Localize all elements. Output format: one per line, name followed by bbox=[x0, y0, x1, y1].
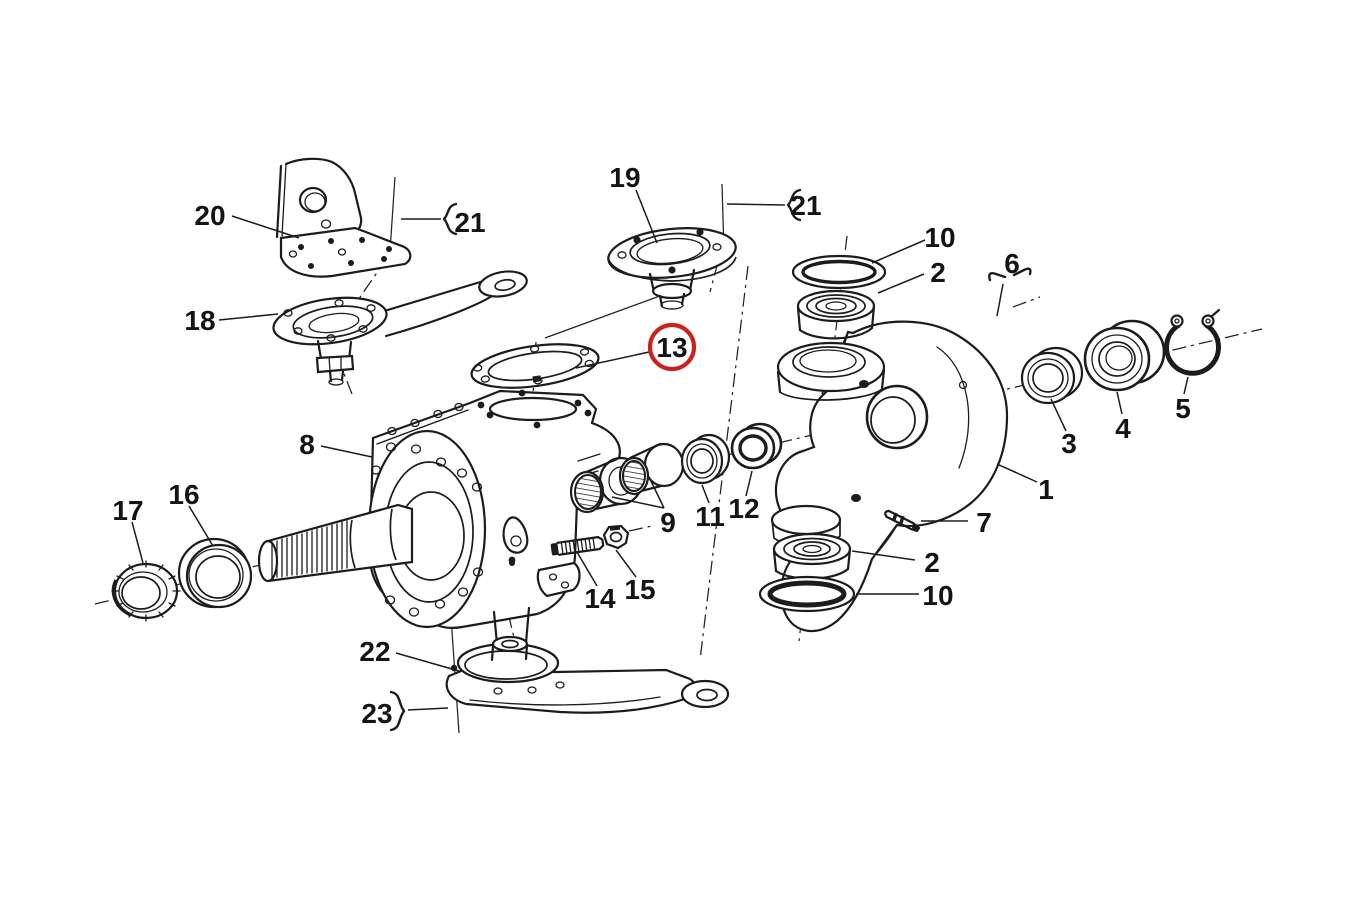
callout-4: 4 bbox=[1115, 391, 1131, 444]
part-16-seal-ring-drawing bbox=[177, 537, 253, 609]
part-8-spindle-shaft-drawing bbox=[257, 503, 414, 583]
part-number-label-23: 23 bbox=[361, 698, 392, 729]
part-number-label-18: 18 bbox=[184, 305, 215, 336]
callout-10-lower: 10 bbox=[856, 580, 954, 611]
callout-8: 8 bbox=[299, 429, 373, 460]
part-number-label-21-left: 21 bbox=[454, 207, 485, 238]
part-number-label-21-right: 21 bbox=[790, 190, 821, 221]
part-number-label-7: 7 bbox=[976, 507, 992, 538]
part-number-label-10-lower: 10 bbox=[922, 580, 953, 611]
callout-2-upper: 2 bbox=[877, 257, 946, 294]
callout-6: 6 bbox=[988, 248, 1032, 317]
part-18-steering-arm-drawing bbox=[272, 270, 528, 386]
callout-5: 5 bbox=[1175, 376, 1191, 424]
part-number-label-9: 9 bbox=[660, 507, 676, 538]
callout-17: 17 bbox=[112, 495, 144, 564]
part-2-lower-bearing-drawing bbox=[772, 532, 852, 580]
part-number-label-14: 14 bbox=[584, 583, 616, 614]
part-number-label-15: 15 bbox=[624, 574, 655, 605]
part-22-steering-arm-drawing bbox=[445, 635, 730, 714]
callout-23: 23 bbox=[361, 690, 449, 732]
highlight-circle-part-13 bbox=[647, 322, 697, 372]
part-8-knuckle-housing-drawing bbox=[366, 389, 621, 646]
part-number-label-2-lower: 2 bbox=[924, 547, 940, 578]
callout-20: 20 bbox=[194, 200, 300, 239]
part-19-cap-drawing bbox=[607, 227, 737, 310]
callout-16: 16 bbox=[168, 479, 214, 547]
part-5-snap-ring-drawing bbox=[1164, 308, 1221, 376]
callout-2-lower: 2 bbox=[851, 547, 940, 578]
callout-21-right: 21 bbox=[726, 188, 822, 222]
part-number-label-13: 13 bbox=[656, 332, 687, 363]
callout-14: 14 bbox=[576, 551, 616, 614]
part-17-bearing-cone-drawing bbox=[111, 560, 181, 622]
part-number-label-16: 16 bbox=[168, 479, 199, 510]
part-3-seal-drawing bbox=[1020, 346, 1084, 405]
callout-9: 9 bbox=[611, 476, 676, 538]
part-number-label-11: 11 bbox=[695, 501, 725, 532]
part-number-label-12: 12 bbox=[728, 493, 759, 524]
part-14-stud-drawing bbox=[550, 536, 605, 556]
part-number-label-8: 8 bbox=[299, 429, 315, 460]
callout-21-left: 21 bbox=[401, 202, 486, 238]
callout-19: 19 bbox=[609, 162, 658, 244]
part-7-grease-fitting-drawing bbox=[884, 509, 921, 533]
part-11-seal-drawing bbox=[680, 433, 731, 485]
part-number-label-6: 6 bbox=[1004, 248, 1020, 279]
part-number-label-1: 1 bbox=[1038, 474, 1054, 505]
part-number-label-3: 3 bbox=[1061, 428, 1077, 459]
part-13-gasket-drawing bbox=[470, 343, 600, 389]
callout-3: 3 bbox=[1050, 398, 1077, 459]
callout-10-upper: 10 bbox=[871, 222, 956, 264]
callout-18: 18 bbox=[184, 305, 279, 336]
part-number-label-2-upper: 2 bbox=[930, 257, 946, 288]
part-number-label-5: 5 bbox=[1175, 393, 1191, 424]
callout-13: 13 bbox=[575, 322, 697, 372]
part-number-label-17: 17 bbox=[112, 495, 143, 526]
part-15-nut-drawing bbox=[602, 524, 630, 550]
part-number-label-22: 22 bbox=[359, 636, 390, 667]
callout-22: 22 bbox=[359, 636, 460, 672]
part-10-lower-oring-drawing bbox=[758, 575, 856, 613]
callout-12: 12 bbox=[728, 470, 760, 524]
part-10-upper-oring-drawing bbox=[791, 254, 887, 290]
part-number-label-10-upper: 10 bbox=[924, 222, 955, 253]
part-number-label-20: 20 bbox=[194, 200, 225, 231]
part-2-upper-bearing-drawing bbox=[796, 289, 876, 340]
part-number-label-19: 19 bbox=[609, 162, 640, 193]
part-20-bracket-drawing bbox=[275, 157, 412, 278]
part-number-label-4: 4 bbox=[1115, 413, 1131, 444]
part-12-ring-drawing bbox=[730, 422, 783, 470]
callout-11: 11 bbox=[695, 484, 725, 532]
callout-15: 15 bbox=[615, 549, 656, 605]
callout-1: 1 bbox=[996, 463, 1054, 505]
callout-7: 7 bbox=[921, 507, 992, 538]
part-4-bearing-drawing bbox=[1083, 319, 1166, 392]
